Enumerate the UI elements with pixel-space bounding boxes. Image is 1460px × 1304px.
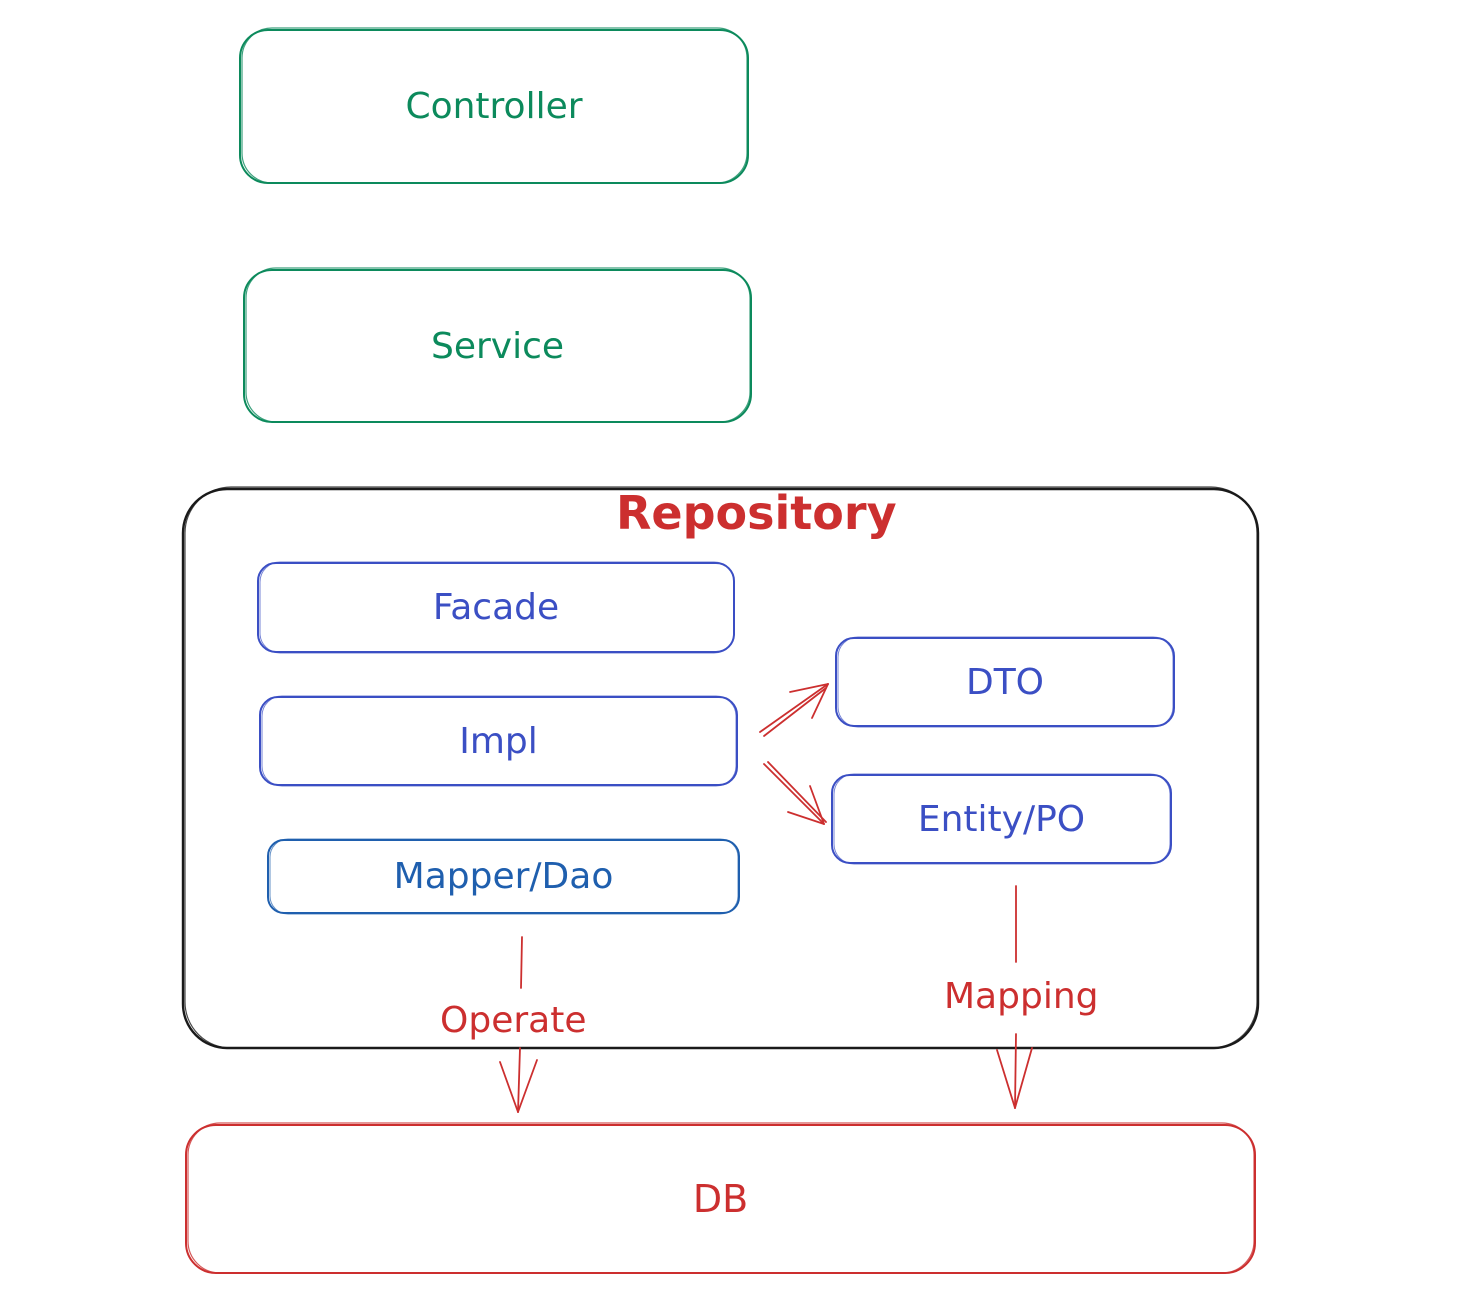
mapping-edge-label: Mapping: [940, 976, 1103, 1017]
operate-edge-label: Operate: [436, 1000, 591, 1041]
mapper-dao-item: Mapper/Dao: [268, 840, 739, 913]
service-label: Service: [430, 325, 565, 367]
mapper-dao-label: Mapper/Dao: [393, 856, 614, 897]
service-layer: Service: [244, 270, 751, 422]
dto-item: DTO: [836, 638, 1174, 726]
entity-po-item: Entity/PO: [832, 775, 1171, 863]
arrow-impl-to-entity: [763, 761, 827, 825]
facade-item: Facade: [258, 563, 734, 652]
impl-item: Impl: [260, 697, 737, 785]
controller-layer: Controller: [240, 30, 748, 183]
repository-title: Repository: [616, 486, 897, 540]
facade-label: Facade: [432, 587, 560, 628]
db-layer: DB: [186, 1125, 1255, 1273]
arrow-impl-to-dto: [759, 683, 829, 737]
dto-label: DTO: [965, 661, 1045, 703]
controller-label: Controller: [405, 86, 583, 127]
db-label: DB: [692, 1177, 749, 1221]
impl-label: Impl: [459, 720, 538, 762]
entity-po-label: Entity/PO: [917, 798, 1086, 840]
